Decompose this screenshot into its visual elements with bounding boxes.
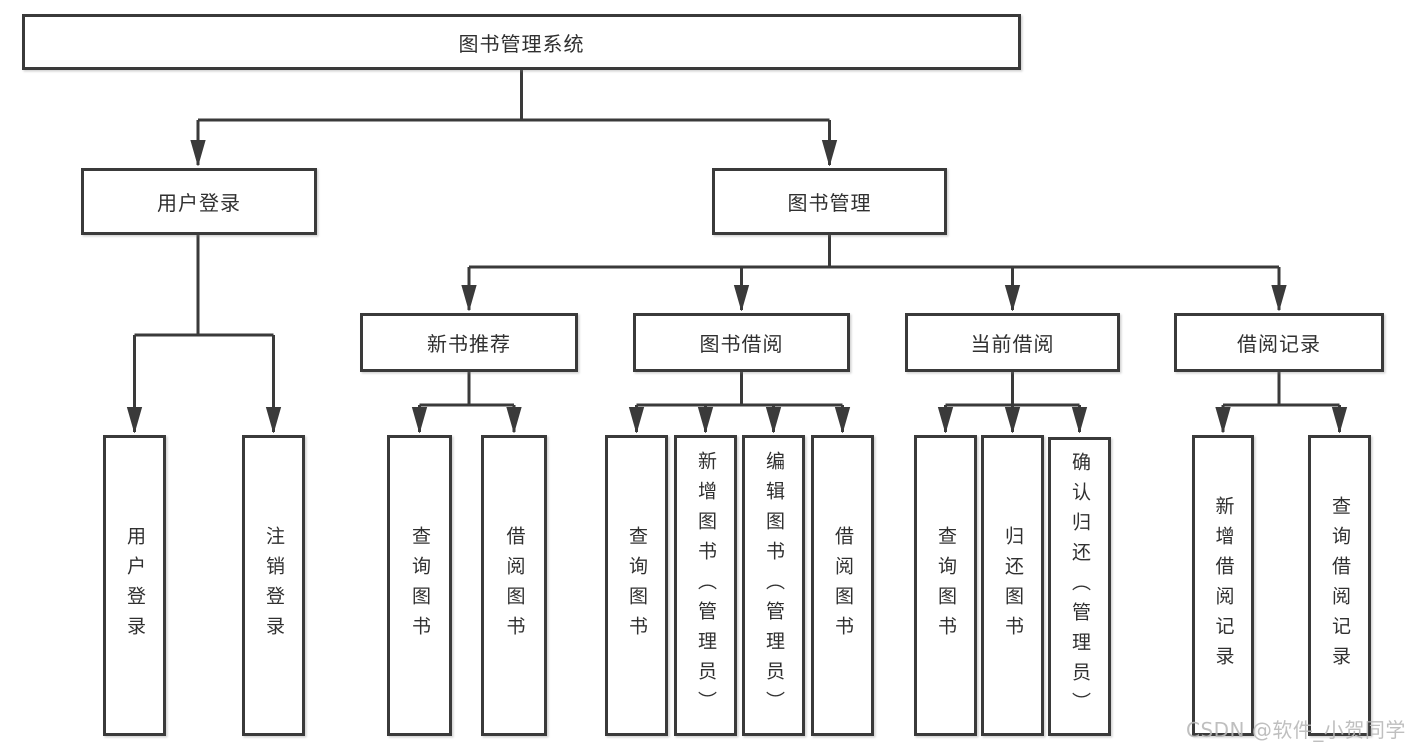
node-new-book-recommendation: 新书推荐 <box>360 313 578 372</box>
leaf-current-query-books-label: 查询图书 <box>935 525 957 646</box>
leaf-newbook-query-books: 查询图书 <box>387 435 452 736</box>
node-new-book-recommendation-label: 新书推荐 <box>427 332 511 356</box>
node-book-borrowing-label: 图书借阅 <box>699 332 784 356</box>
leaf-current-return-books: 归还图书 <box>981 435 1044 736</box>
leaf-logout-label: 注销登录 <box>263 525 285 646</box>
leaf-borrowing-edit-books-admin: 编辑图书（管理员） <box>742 435 805 736</box>
node-book-management: 图书管理 <box>712 168 947 235</box>
leaf-borrowing-add-books-admin-label: 新增图书（管理员） <box>695 450 717 721</box>
leaf-current-confirm-return-admin-label: 确认归还（管理员） <box>1069 451 1091 722</box>
node-user-login-label: 用户登录 <box>157 191 241 215</box>
node-user-login: 用户登录 <box>81 168 317 235</box>
node-current-borrowing: 当前借阅 <box>905 313 1120 372</box>
leaf-user-login-label: 用户登录 <box>124 525 146 646</box>
node-book-management-label: 图书管理 <box>787 191 872 215</box>
leaf-newbook-borrow-books-label: 借阅图书 <box>503 525 526 646</box>
node-current-borrowing-label: 当前借阅 <box>970 332 1055 356</box>
node-library-system: 图书管理系统 <box>22 14 1021 70</box>
node-book-borrowing: 图书借阅 <box>633 313 850 372</box>
leaf-borrowing-edit-books-admin-label: 编辑图书（管理员） <box>763 450 785 721</box>
leaf-newbook-borrow-books: 借阅图书 <box>481 435 547 736</box>
leaf-user-login: 用户登录 <box>103 435 166 736</box>
leaf-current-query-books: 查询图书 <box>914 435 977 736</box>
leaf-records-add-borrow-record-label: 新增借阅记录 <box>1212 495 1235 676</box>
leaf-newbook-query-books-label: 查询图书 <box>409 525 431 646</box>
leaf-records-add-borrow-record: 新增借阅记录 <box>1192 435 1254 736</box>
leaf-current-confirm-return-admin: 确认归还（管理员） <box>1048 437 1111 736</box>
leaf-records-query-borrow-record: 查询借阅记录 <box>1308 435 1371 736</box>
leaf-records-query-borrow-record-label: 查询借阅记录 <box>1329 495 1351 676</box>
leaf-borrowing-borrow-books-label: 借阅图书 <box>832 525 854 646</box>
leaf-logout: 注销登录 <box>242 435 305 736</box>
leaf-borrowing-borrow-books: 借阅图书 <box>811 435 874 736</box>
node-borrowing-records: 借阅记录 <box>1174 313 1384 372</box>
watermark-text: CSDN @软件_小贺同学 <box>1186 718 1405 742</box>
leaf-borrowing-query-books-label: 查询图书 <box>626 525 648 646</box>
leaf-borrowing-query-books: 查询图书 <box>605 435 668 736</box>
node-borrowing-records-label: 借阅记录 <box>1237 332 1321 356</box>
node-library-system-label: 图书管理系统 <box>458 31 585 56</box>
leaf-current-return-books-label: 归还图书 <box>1002 525 1024 646</box>
leaf-borrowing-add-books-admin: 新增图书（管理员） <box>674 435 737 736</box>
